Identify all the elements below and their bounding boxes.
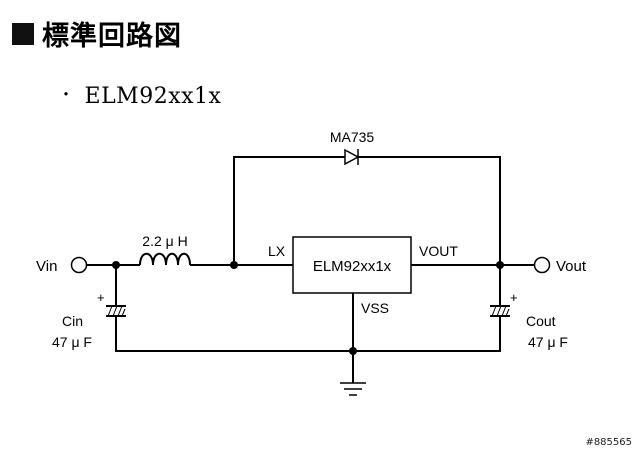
- junction-dot: [230, 261, 238, 269]
- cin-label: Cin: [62, 313, 83, 329]
- model-subheading: ・ ELM92xx1x: [58, 84, 221, 109]
- model-name: ELM92xx1x: [84, 84, 222, 109]
- pin-lx-label: LX: [268, 243, 286, 259]
- junction-dot: [496, 261, 504, 269]
- vin-label: Vin: [36, 258, 57, 275]
- inductor-coil: [139, 252, 191, 266]
- diode: [344, 148, 360, 166]
- pin-vss-label: VSS: [361, 300, 389, 316]
- diode-label: MA735: [330, 129, 375, 145]
- image-watermark: #885565: [585, 437, 632, 448]
- cin-value-label: 47 μ F: [52, 334, 92, 350]
- ground-bus: [115, 265, 501, 352]
- cin-plus-label: +: [97, 290, 105, 305]
- section-title: 標準回路図: [42, 21, 182, 52]
- cout-plus-label: +: [510, 290, 518, 305]
- bullet-dot: ・: [58, 85, 75, 104]
- section-heading: 標準回路図: [12, 14, 182, 53]
- cin-capacitor: [106, 305, 126, 317]
- diode-wire: [233, 156, 501, 265]
- inductor-label: 2.2 μ H: [142, 233, 187, 249]
- vout-label: Vout: [556, 258, 587, 275]
- cout-label: Cout: [526, 313, 556, 329]
- ground-symbol: [340, 382, 366, 396]
- ic-box: [292, 236, 412, 294]
- junction-dot: [349, 347, 357, 355]
- pin-vout-label: VOUT: [419, 243, 458, 259]
- square-bullet-icon: [12, 22, 34, 45]
- ic-label: ELM92xx1x: [313, 258, 392, 275]
- cout-capacitor: [490, 305, 510, 317]
- vin-terminal: [70, 256, 88, 274]
- junction-dot: [112, 261, 120, 269]
- cout-value-label: 47 μ F: [528, 334, 568, 350]
- vout-terminal: [533, 256, 551, 274]
